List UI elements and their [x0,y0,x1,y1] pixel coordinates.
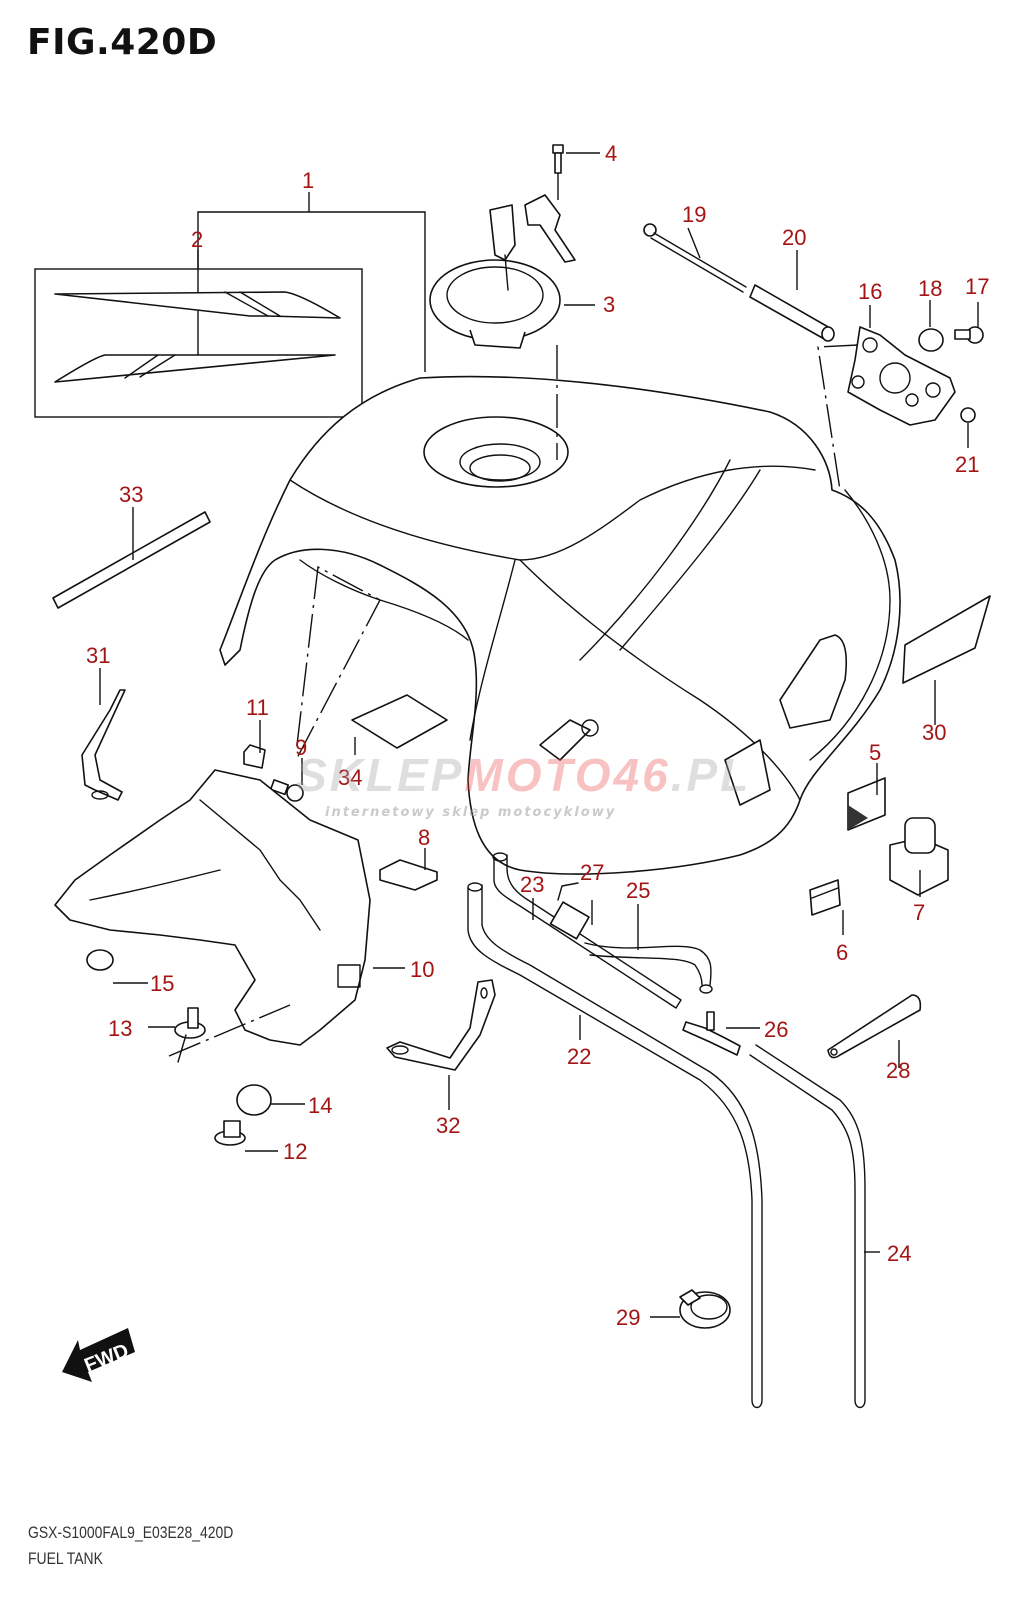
callout-4[interactable]: 4 [605,141,617,166]
collar-part-12[interactable] [214,1120,246,1146]
callout-11[interactable]: 11 [246,695,269,720]
label-part-30[interactable] [902,595,991,684]
cushion-part[interactable] [918,328,944,352]
callout-34[interactable]: 34 [338,765,362,790]
callout-19[interactable]: 19 [682,202,706,227]
callout-9[interactable]: 9 [295,735,307,760]
clamp-27[interactable] [549,882,590,940]
callout-31[interactable]: 31 [86,643,110,668]
hose-22[interactable] [467,882,763,1409]
callout-labels: 1 2 3 4 5 6 7 8 9 10 11 12 13 14 15 16 1… [86,141,989,1330]
callout-10[interactable]: 10 [410,957,434,982]
callout-12[interactable]: 12 [283,1139,307,1164]
assembly-guide-line [295,565,381,761]
callout-2[interactable]: 2 [191,227,203,252]
callout-28[interactable]: 28 [886,1058,910,1083]
hose-24[interactable] [749,1044,866,1409]
callout-6[interactable]: 6 [836,940,848,965]
bolt-part[interactable] [954,326,984,344]
assembly-guide-line [817,344,859,491]
clip-bolt[interactable] [269,779,304,802]
pad-part[interactable] [379,859,438,891]
plate-part[interactable] [243,744,266,769]
sheet-part-5[interactable] [847,777,886,831]
callout-20[interactable]: 20 [782,225,806,250]
callout-22[interactable]: 22 [567,1044,591,1069]
watermark-accent: MOTO46 [464,749,671,801]
forward-arrow-icon: FWD [62,1328,135,1382]
callout-13[interactable]: 13 [108,1016,132,1041]
hose-clamp-29[interactable] [679,1289,731,1329]
watermark-prefix: SKLEP [296,749,465,801]
callout-29[interactable]: 29 [616,1305,640,1330]
figure-name: FUEL TANK [28,1549,103,1568]
callout-27[interactable]: 27 [580,860,604,885]
spacer-tube[interactable] [749,284,835,342]
seal-strip[interactable] [52,511,211,609]
watermark-suffix: .PL [670,749,752,801]
callout-32[interactable]: 32 [436,1113,460,1138]
callout-1[interactable]: 1 [302,168,314,193]
callout-25[interactable]: 25 [626,878,650,903]
callout-17[interactable]: 17 [965,274,989,299]
band-part-28[interactable] [827,994,922,1059]
callout-7[interactable]: 7 [913,900,925,925]
assembly-guide-line [168,1004,291,1057]
callout-5[interactable]: 5 [869,740,881,765]
bracket-part-32[interactable] [386,979,496,1071]
tank-tray[interactable] [54,769,371,1046]
cushion-part-6[interactable] [809,879,841,916]
callout-16[interactable]: 16 [858,279,882,304]
long-bolt[interactable] [643,223,747,293]
callout-24[interactable]: 24 [887,1241,911,1266]
nut-part[interactable] [960,407,976,423]
screw-part[interactable] [552,144,564,174]
cushion-part-7[interactable] [889,817,949,896]
figure-code: GSX-S1000FAL9_E03E28_420D [28,1523,234,1542]
leader-lines [99,152,979,1318]
fuel-cap[interactable] [429,194,576,349]
bolt-part-13[interactable] [174,1007,206,1063]
joint-26[interactable] [682,1011,741,1056]
sheet-part[interactable] [351,694,448,749]
callout-30[interactable]: 30 [922,720,946,745]
callout-3[interactable]: 3 [603,292,615,317]
callout-26[interactable]: 26 [764,1017,788,1042]
fuel-tank[interactable] [219,375,901,875]
hose-23[interactable] [492,852,682,1009]
figure-title: FIG.420D [27,22,218,63]
callout-18[interactable]: 18 [918,276,942,301]
hose-25[interactable] [584,942,713,994]
callout-21[interactable]: 21 [955,452,979,477]
emblem-set[interactable] [34,192,426,418]
callout-15[interactable]: 15 [150,971,174,996]
callout-8[interactable]: 8 [418,825,430,850]
bracket-part[interactable] [81,689,126,801]
watermark-logo: SKLEPMOTO46.PL [296,748,751,802]
grommet-part-15[interactable] [86,949,114,971]
callout-23[interactable]: 23 [520,872,544,897]
callout-33[interactable]: 33 [119,482,143,507]
watermark-tagline: internetowy sklep motocyklowy [325,805,617,820]
callout-14[interactable]: 14 [308,1093,332,1118]
tank-bracket[interactable] [847,326,956,426]
grommet-part-14[interactable] [236,1084,272,1116]
